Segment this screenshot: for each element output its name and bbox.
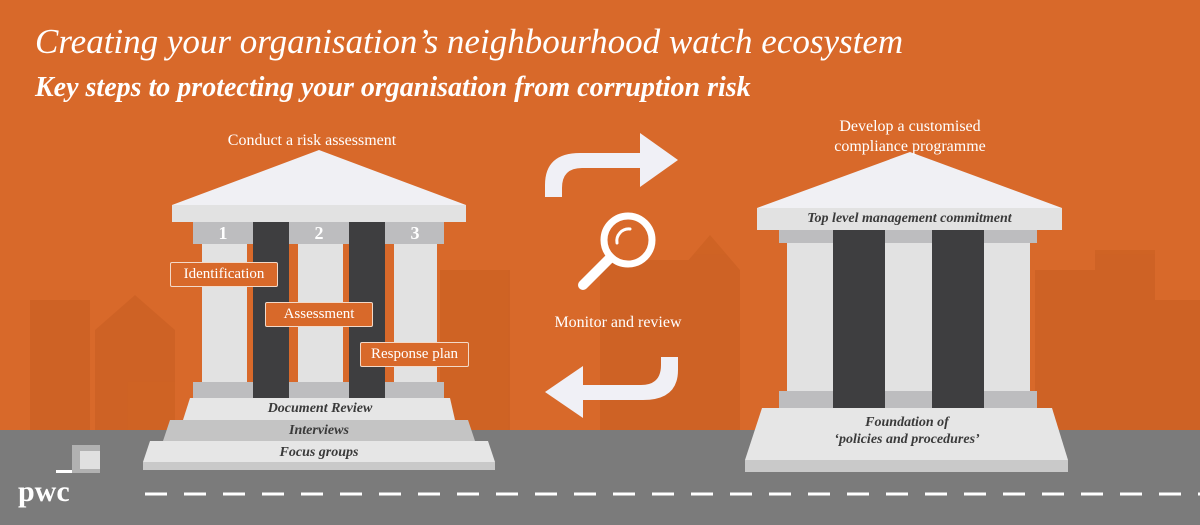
magnifier-icon xyxy=(578,212,656,290)
step-document-review: Document Review xyxy=(267,401,373,416)
step-interviews: Interviews xyxy=(289,423,349,438)
pwc-logo-mark xyxy=(56,445,100,473)
cycle-arrow-left-icon xyxy=(545,357,678,418)
cycle-arrow-right-icon xyxy=(545,133,678,197)
tag-assessment: Assessment xyxy=(265,302,373,327)
right-temple xyxy=(745,152,1068,472)
step-number-1: 1 xyxy=(218,223,228,243)
tag-response-plan: Response plan xyxy=(360,342,469,367)
pwc-logo: pwc xyxy=(18,475,70,508)
roof-label: Top level management commitment xyxy=(807,211,1012,226)
step-number-3: 3 xyxy=(410,223,420,243)
step-focus-groups: Focus groups xyxy=(279,445,359,460)
monitor-review-label: Monitor and review xyxy=(554,314,682,331)
foundation-line1: Foundation of xyxy=(865,415,949,430)
tag-identification: Identification xyxy=(170,262,278,287)
left-heading: Conduct a risk assessment xyxy=(227,132,397,149)
right-heading-line2: compliance programme xyxy=(834,138,986,155)
step-number-2: 2 xyxy=(314,223,324,243)
page-subtitle: Key steps to protecting your organisatio… xyxy=(35,72,751,103)
page-title: Creating your organisation’s neighbourho… xyxy=(35,22,904,61)
right-heading-line1: Develop a customised xyxy=(839,118,981,135)
foundation-line2: ‘policies and procedures’ xyxy=(834,432,980,447)
city-skyline xyxy=(30,235,1200,430)
